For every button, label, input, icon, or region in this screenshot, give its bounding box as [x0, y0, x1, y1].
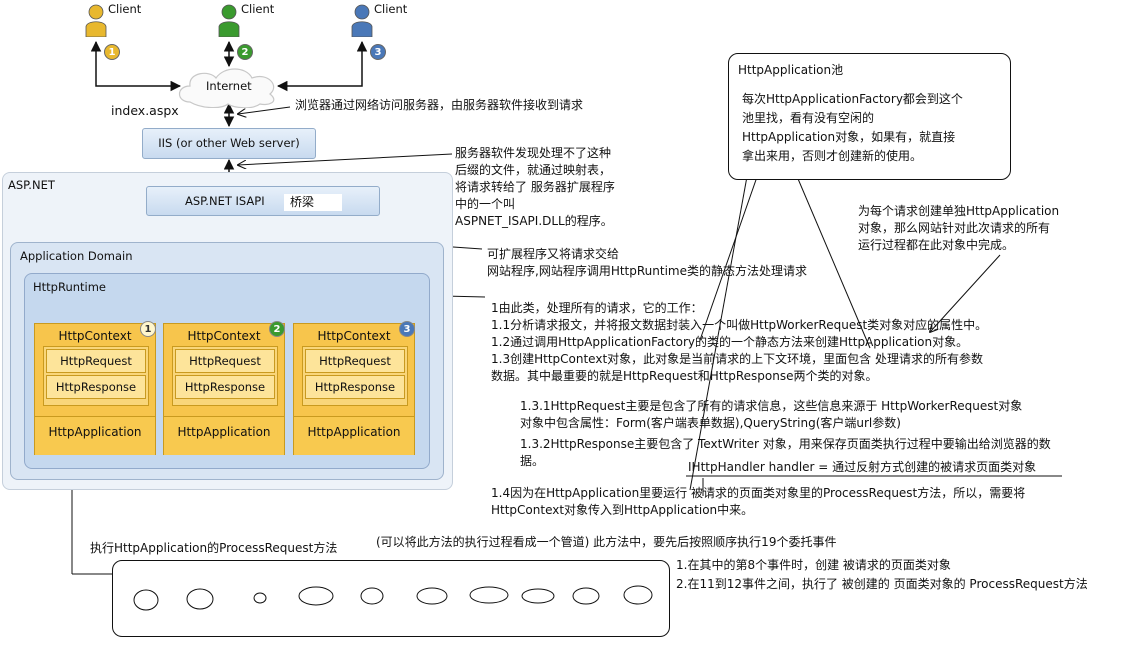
context-number-badge: 2 — [269, 321, 285, 337]
httprequest-label: HttpRequest — [175, 349, 275, 373]
pipeline-events — [133, 585, 653, 611]
pool-body-line: 每次HttpApplicationFactory都会到这个 — [742, 92, 963, 106]
client-label: Client — [108, 2, 142, 16]
iis-box: IIS (or other Web server) — [142, 128, 316, 159]
httpapplication-pool-box — [728, 53, 1011, 180]
client-person-icon — [85, 4, 107, 37]
httpapplication-label: HttpApplication — [294, 416, 414, 455]
httpcontext-title: HttpContext — [187, 329, 261, 343]
per-request-line: 运行过程都在此对象中完成。 — [858, 238, 1015, 252]
note-extension-line: 可扩展程序又将请求交给 — [487, 247, 620, 261]
step-line: 数据。其中最重要的就是HttpRequest和HttpResponse两个类的对… — [491, 369, 878, 383]
client-label: Client — [374, 2, 408, 16]
note-server-line: 服务器软件发现处理不了这种 — [455, 146, 612, 160]
note-server: 服务器软件发现处理不了这种后缀的文件，就通过映射表， 将请求转给了 服务器扩展程序… — [455, 145, 615, 230]
pool-body-line: HttpApplication对象，如果有，就直接 — [742, 130, 956, 144]
httpresponse-label: HttpResponse — [305, 375, 405, 399]
pool-title: HttpApplication池 — [738, 63, 844, 77]
handler-note: IHttpHandler handler = 通过反射方式创建的被请求页面类对象 — [688, 460, 1037, 474]
step-131: 1.3.1HttpRequest主要是包含了所有的请求信息，这些信息来源于 Ht… — [520, 398, 1022, 432]
note-extension-line: 网站程序,网站程序调用HttpRuntime类的静态方法处理请求 — [487, 264, 807, 278]
pipeline-event-3 — [253, 592, 267, 604]
client-number-badge: 1 — [104, 44, 120, 60]
note-server-line: ASPNET_ISAPI.DLL的程序。 — [455, 214, 613, 228]
note-server-line: 后缀的文件，就通过映射表， — [455, 163, 612, 177]
pool-body-line: 拿出来用，否则才创建新的使用。 — [742, 149, 923, 163]
step-132-line: 据。 — [520, 454, 545, 468]
note-server-line: 中的一个叫 — [455, 197, 516, 211]
client-person-icon — [351, 4, 373, 37]
httpresponse-label: HttpResponse — [175, 375, 275, 399]
step-line: 1.1分析请求报文，并将报文数据封装入一个叫做HttpWorkerRequest… — [491, 318, 988, 332]
pipeline-event-1 — [133, 589, 159, 611]
index-aspx-label: index.aspx — [111, 103, 179, 118]
note-server-line: 将请求转给了 服务器扩展程序 — [455, 180, 615, 194]
internet-label: Internet — [206, 79, 252, 93]
pipeline-event-6 — [416, 587, 448, 605]
step-14: 1.4因为在HttpApplication里要运行 被请求的页面类对象里的Pro… — [491, 485, 1025, 519]
pipeline-event-5 — [360, 587, 384, 605]
step-131-line: 1.3.1HttpRequest主要是包含了所有的请求信息，这些信息来源于 Ht… — [520, 399, 1023, 413]
context-number-badge: 3 — [399, 321, 415, 337]
pipeline-event-4 — [298, 586, 334, 606]
pipeline-event-7 — [469, 586, 509, 604]
internet-cloud-icon — [178, 68, 275, 108]
step-line: 1.3创建HttpContext对象，此对象是当前请求的上下文环境，里面包含 处… — [491, 352, 983, 366]
step-line: 1.2通过调用HttpApplicationFactory的类的一个静态方法来创… — [491, 335, 969, 349]
httpcontext-title: HttpContext — [58, 329, 132, 343]
process-request-title: 执行HttpApplication的ProcessRequest方法 — [90, 541, 338, 555]
step-14-line: HttpContext对象传入到HttpApplication中来。 — [491, 503, 754, 517]
step-14-line: 1.4因为在HttpApplication里要运行 被请求的页面类对象里的Pro… — [491, 486, 1026, 500]
isapi-note: 桥梁 — [284, 194, 343, 211]
pipeline-event-10 — [623, 585, 653, 605]
event-11-note: 2.在11到12事件之间，执行了 被创建的 页面类对象的 ProcessRequ… — [676, 577, 1088, 591]
client-label: Client — [241, 2, 275, 16]
context-number-badge: 1 — [140, 321, 156, 337]
step-line: 1由此类，处理所有的请求，它的工作： — [491, 301, 703, 315]
client-number-badge: 3 — [370, 44, 386, 60]
pipeline-event-8 — [521, 588, 555, 604]
note-extension: 可扩展程序又将请求交给网站程序,网站程序调用HttpRuntime类的静态方法处… — [487, 246, 807, 280]
client-number-badge: 2 — [237, 44, 253, 60]
httprequest-label: HttpRequest — [46, 349, 146, 373]
httpapplication-label: HttpApplication — [164, 416, 284, 455]
application-domain-label: Application Domain — [20, 249, 133, 263]
httpcontext-title: HttpContext — [317, 329, 391, 343]
step-132: 1.3.2HttpResponse主要包含了 TextWriter 对象，用来保… — [520, 436, 1051, 470]
isapi-label: ASP.NET ISAPI — [185, 194, 265, 208]
pipeline-note: (可以将此方法的执行过程看成一个管道) 此方法中，要先后按照顺序执行19个委托事… — [376, 535, 837, 549]
pipeline-event-2 — [186, 588, 214, 610]
httpruntime-label: HttpRuntime — [33, 280, 106, 294]
isapi-box: ASP.NET ISAPI — [146, 186, 380, 216]
httpapplication-label: HttpApplication — [35, 416, 155, 455]
steps-list: 1由此类，处理所有的请求，它的工作： 1.1分析请求报文，并将报文数据封装入一个叫… — [491, 300, 987, 385]
pool-body-line: 池里找，看有没有空闲的 — [742, 111, 875, 125]
client-person-icon — [218, 4, 240, 37]
pipeline-event-9 — [572, 587, 600, 605]
pipeline-box — [112, 560, 670, 637]
per-request-line: 为每个请求创建单独HttpApplication — [858, 204, 1060, 218]
note-browser: 浏览器通过网络访问服务器，由服务器软件接收到请求 — [295, 98, 584, 112]
event-8-note: 1.在其中的第8个事件时，创建 被请求的页面类对象 — [676, 558, 951, 572]
step-131-line: 对象中包含属性：Form(客户端表单数据),QueryString(客户端url… — [520, 416, 901, 430]
httpresponse-label: HttpResponse — [46, 375, 146, 399]
note-per-request: 为每个请求创建单独HttpApplication 对象，那么网站针对此次请求的所有… — [858, 203, 1059, 254]
iis-label: IIS (or other Web server) — [158, 136, 300, 150]
step-132-line: 1.3.2HttpResponse主要包含了 TextWriter 对象，用来保… — [520, 437, 1051, 451]
per-request-line: 对象，那么网站针对此次请求的所有 — [858, 221, 1051, 235]
httprequest-label: HttpRequest — [305, 349, 405, 373]
pool-body: 每次HttpApplicationFactory都会到这个池里找，看有没有空闲的… — [742, 90, 963, 166]
aspnet-label: ASP.NET — [8, 178, 55, 192]
